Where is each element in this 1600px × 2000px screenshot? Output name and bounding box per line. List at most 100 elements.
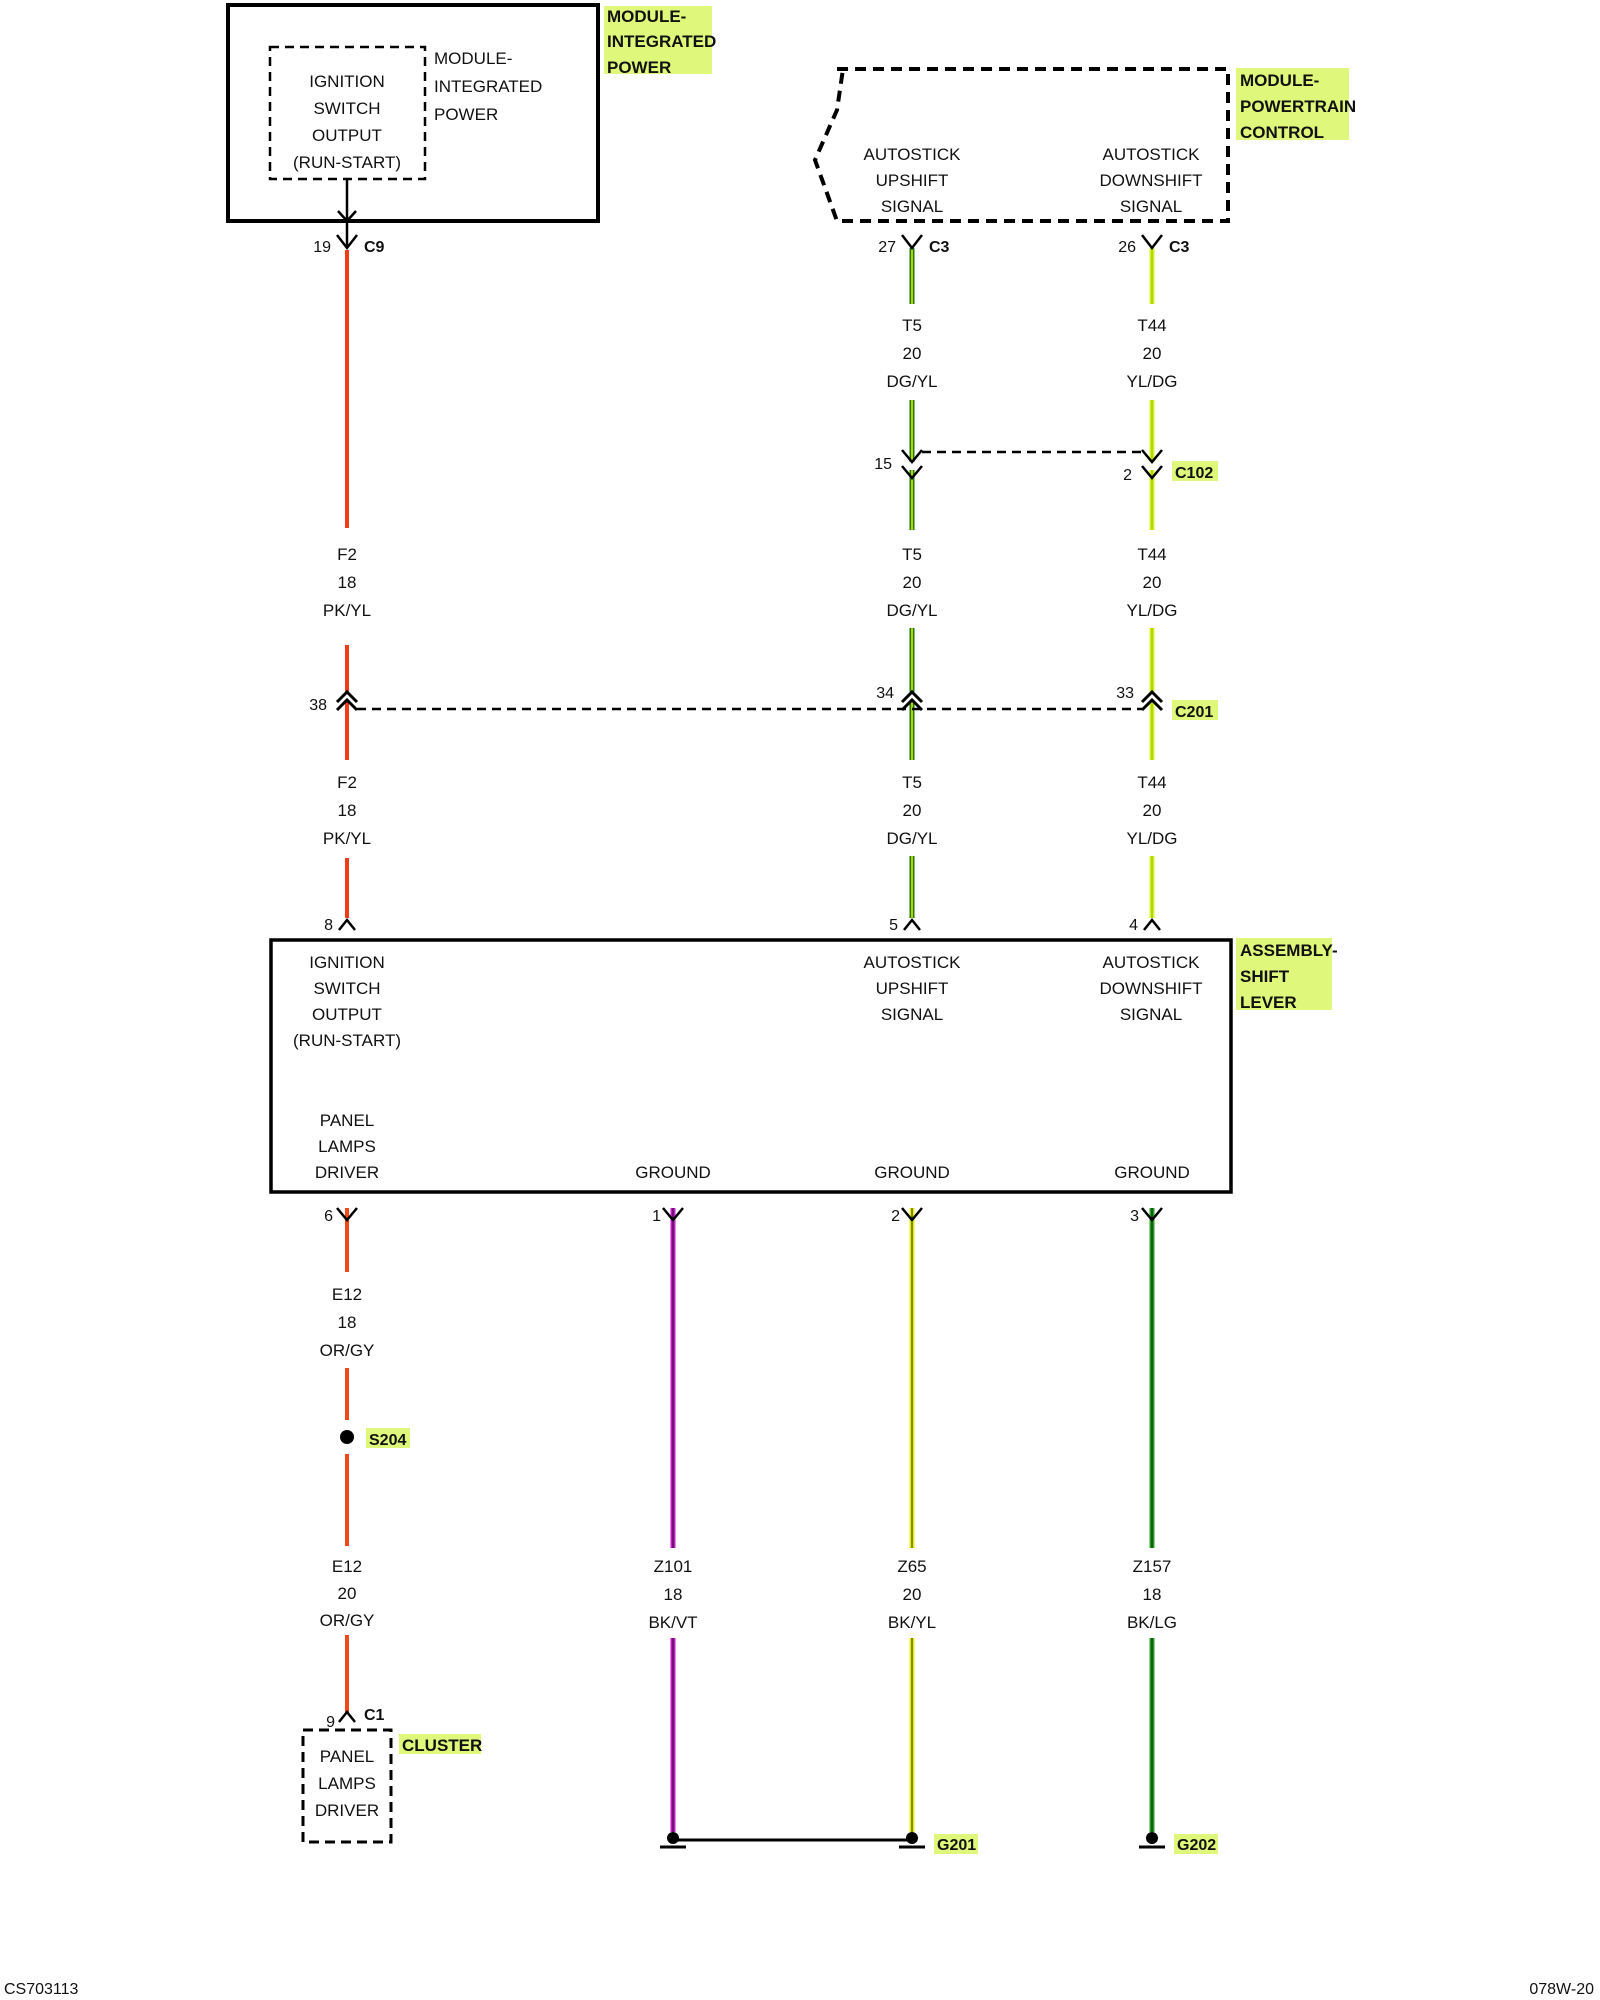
lever-up-1: AUTOSTICK xyxy=(864,953,962,972)
pcm-upshift-1: AUTOSTICK xyxy=(864,145,962,164)
pcm-name-2: POWERTRAIN xyxy=(1240,97,1356,116)
lever-ign-4: (RUN-START) xyxy=(293,1031,401,1050)
connector-c3-down-name: C3 xyxy=(1169,239,1190,256)
pin-lever-4: 4 xyxy=(1129,917,1138,934)
connector-c201-ign-bottom xyxy=(335,697,359,712)
t5-label-gauge-2: 20 xyxy=(903,573,922,592)
cluster-module: PANEL LAMPS DRIVER CLUSTER xyxy=(301,1728,482,1844)
connector-lever-1-symbol xyxy=(662,1207,684,1222)
t5-label-color-1: DG/YL xyxy=(886,372,937,391)
ipm-output-line4: (RUN-START) xyxy=(293,153,401,172)
lever-panel-3: DRIVER xyxy=(315,1163,379,1182)
wires xyxy=(345,248,1155,1832)
ipm-name-3: POWER xyxy=(607,58,671,77)
pin-lever-2: 2 xyxy=(891,1208,900,1225)
connector-c3-up-symbol xyxy=(901,234,923,251)
connector-c9-name: C9 xyxy=(364,239,385,256)
connector-c1-symbol xyxy=(338,1709,356,1723)
connector-c1-name: C1 xyxy=(364,1707,385,1724)
pin-c102-up: 15 xyxy=(874,456,892,473)
g202-highlight xyxy=(1174,1834,1218,1854)
pcm-upshift-3: SIGNAL xyxy=(881,197,943,216)
t5-label-id-1: T5 xyxy=(902,316,922,335)
t44-label-color-3: YL/DG xyxy=(1126,829,1177,848)
shift-lever-name-3: LEVER xyxy=(1240,993,1297,1012)
ipm-inner-label-1: MODULE- xyxy=(434,49,512,68)
pin-c201-ign: 38 xyxy=(309,697,327,714)
z65-label-gauge: 20 xyxy=(903,1585,922,1604)
splice-s204: S204 xyxy=(340,1428,410,1449)
c201-highlight xyxy=(1172,700,1218,720)
pcm-upshift-2: UPSHIFT xyxy=(876,171,949,190)
z101-label-gauge: 18 xyxy=(664,1585,683,1604)
f2-label-color-1: PK/YL xyxy=(323,601,371,620)
pin-c3-down: 26 xyxy=(1118,239,1136,256)
g201-highlight xyxy=(934,1834,978,1854)
t5-label-color-2: DG/YL xyxy=(886,601,937,620)
z101-label-color: BK/VT xyxy=(648,1613,697,1632)
t44-label-color-1: YL/DG xyxy=(1126,372,1177,391)
e12-label-id-2: E12 xyxy=(332,1557,362,1576)
z101-label-id: Z101 xyxy=(654,1557,693,1576)
integrated-power-box xyxy=(226,3,600,223)
lever-ground-1: GROUND xyxy=(635,1163,711,1182)
connector-c201-name: C201 xyxy=(1175,704,1213,721)
connector-symbols xyxy=(335,222,1164,1723)
connector-c102-name: C102 xyxy=(1175,465,1213,482)
pin-lever-5: 5 xyxy=(889,917,898,934)
connector-lever-3-symbol xyxy=(1141,1207,1163,1222)
ground-g202-name: G202 xyxy=(1177,1837,1216,1854)
connector-c102-down-top xyxy=(1141,449,1163,464)
ipm-name-2: INTEGRATED xyxy=(607,32,716,51)
lever-down-3: SIGNAL xyxy=(1120,1005,1182,1024)
ipm-output-arrowhead xyxy=(337,210,357,223)
connector-c201-up-bottom xyxy=(900,697,924,712)
ipm-name-highlight xyxy=(604,6,712,74)
connector-lever-8-symbol xyxy=(338,917,356,931)
z65-label-color: BK/YL xyxy=(888,1613,936,1632)
t5-label-id-3: T5 xyxy=(902,773,922,792)
e12-label-id-1: E12 xyxy=(332,1285,362,1304)
ground-z101-dot xyxy=(667,1832,679,1844)
ipm-output-line2: SWITCH xyxy=(313,99,380,118)
f2-label-gauge-1: 18 xyxy=(338,573,357,592)
t44-label-gauge-1: 20 xyxy=(1143,344,1162,363)
pin-c1: 9 xyxy=(326,1714,335,1731)
pin-lever-6: 6 xyxy=(324,1208,333,1225)
lever-ign-3: OUTPUT xyxy=(312,1005,382,1024)
t5-label-gauge-3: 20 xyxy=(903,801,922,820)
connector-c3-up-name: C3 xyxy=(929,239,950,256)
ground-z157-dot xyxy=(1146,1832,1158,1844)
f2-label-gauge-2: 18 xyxy=(338,801,357,820)
lever-down-2: DOWNSHIFT xyxy=(1100,979,1203,998)
cluster-label-2: LAMPS xyxy=(318,1774,376,1793)
ipm-output-line1: IGNITION xyxy=(309,72,385,91)
lever-down-1: AUTOSTICK xyxy=(1103,953,1201,972)
connector-lever-4-symbol xyxy=(1143,917,1161,931)
lever-ign-2: SWITCH xyxy=(313,979,380,998)
pcm-name-3: CONTROL xyxy=(1240,123,1324,142)
t44-label-gauge-3: 20 xyxy=(1143,801,1162,820)
footer-left-code: CS703113 xyxy=(4,1981,79,1998)
t5-label-color-3: DG/YL xyxy=(886,829,937,848)
connector-c201-down-top xyxy=(1140,689,1164,704)
pcm-downshift-2: DOWNSHIFT xyxy=(1100,171,1203,190)
cluster-label-1: PANEL xyxy=(320,1747,375,1766)
t44-label-id-2: T44 xyxy=(1137,545,1166,564)
connector-lever-2-symbol xyxy=(901,1207,923,1222)
ground-z65-dot xyxy=(906,1832,918,1844)
z157-label-color: BK/LG xyxy=(1127,1613,1177,1632)
module-integrated-power: IGNITION SWITCH OUTPUT (RUN-START) MODUL… xyxy=(226,3,716,223)
pcm-name-1: MODULE- xyxy=(1240,71,1319,90)
shift-lever-name-highlight xyxy=(1236,938,1332,1010)
connector-c102-down-bottom xyxy=(1141,465,1163,480)
lever-ign-1: IGNITION xyxy=(309,953,385,972)
s204-highlight xyxy=(366,1428,410,1448)
pin-c201-down: 33 xyxy=(1116,685,1134,702)
connector-c201-down-bottom xyxy=(1140,697,1164,712)
cluster-label-3: DRIVER xyxy=(315,1801,379,1820)
assembly-shift-lever: IGNITION SWITCH OUTPUT (RUN-START) AUTOS… xyxy=(269,938,1338,1194)
splice-dot xyxy=(340,1430,354,1444)
lever-up-3: SIGNAL xyxy=(881,1005,943,1024)
